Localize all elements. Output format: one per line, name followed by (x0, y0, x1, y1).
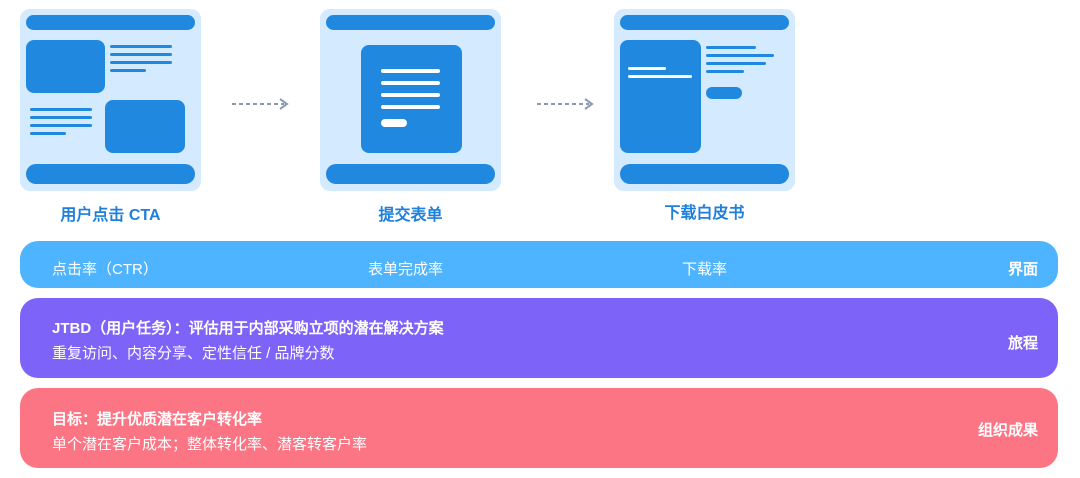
arrow-right-icon (537, 98, 594, 110)
stage-label: 下载白皮书 (664, 205, 745, 222)
stage-label: 用户点击 CTA (60, 207, 161, 224)
download-page-icon (614, 9, 795, 191)
outcome-title: 目标：提升优质潜在客户转化率 (52, 411, 263, 428)
stage-label: 提交表单 (378, 207, 443, 224)
journey-subtitle: 重复访问、内容分享、定性信任 / 品牌分数 (52, 345, 335, 362)
interface-band: 点击率（CTR） 表单完成率 下载率 界面 (20, 241, 1058, 288)
metric-download-rate: 下载率 (682, 261, 728, 278)
form-page-icon (320, 9, 501, 191)
arrow-right-icon (232, 98, 289, 110)
band-tag-interface: 界面 (1007, 261, 1038, 278)
outcome-subtitle: 单个潜在客户成本；整体转化率、潜客转客户率 (52, 436, 368, 453)
metric-ctr: 点击率（CTR） (52, 261, 158, 278)
journey-title: JTBD（用户任务）：评估用于内部采购立项的潜在解决方案 (52, 320, 444, 337)
band-tag-journey: 旅程 (1007, 335, 1038, 352)
band-tag-outcome: 组织成果 (977, 422, 1038, 439)
metric-form-completion: 表单完成率 (368, 261, 444, 278)
landing-page-icon (20, 9, 201, 191)
journey-band: JTBD（用户任务）：评估用于内部采购立项的潜在解决方案 重复访问、内容分享、定… (20, 298, 1058, 378)
outcome-band: 目标：提升优质潜在客户转化率 单个潜在客户成本；整体转化率、潜客转客户率 组织成… (20, 388, 1058, 468)
